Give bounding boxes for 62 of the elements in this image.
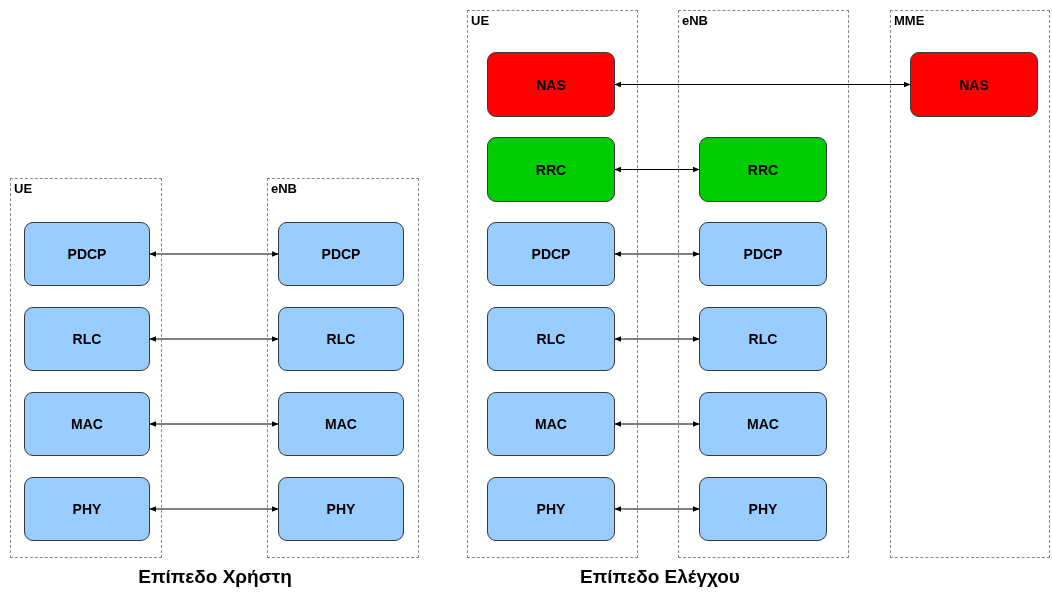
layer-label: RLC [536,331,566,347]
protocol-layer-box [487,52,615,117]
protocol-layer-box [910,52,1038,117]
protocol-layer-box [487,307,615,371]
layer-label: PDCP [321,246,361,262]
double-arrow [149,421,279,427]
dashed-group-container [890,10,1050,558]
group-label: eNB [682,13,708,28]
group-label: eNB [271,181,297,196]
protocol-layer-box [24,307,150,371]
group-label: MME [894,13,925,28]
protocol-layer-box [487,392,615,456]
double-arrow [149,336,279,342]
protocol-layer-box [699,477,827,541]
protocol-layer-box [278,222,404,286]
dashed-group-container [10,178,162,558]
protocol-layer-box [487,137,615,202]
layer-label: MAC [535,416,567,432]
protocol-layer-box [278,392,404,456]
layer-label: PHY [326,501,356,517]
protocol-layer-box [487,222,615,286]
protocol-layer-box [699,307,827,371]
layer-label: PHY [536,501,566,517]
layer-label: RLC [72,331,102,347]
protocol-layer-box [699,222,827,286]
double-arrow [614,81,911,88]
protocol-layer-box [24,392,150,456]
protocol-layer-box [487,477,615,541]
double-arrow [614,336,700,342]
protocol-layer-box [699,392,827,456]
protocol-layer-box [24,477,150,541]
double-arrow [149,251,279,257]
dashed-group-container [467,10,638,558]
layer-label: MAC [747,416,779,432]
diagram-caption: Επίπεδο Χρήστη [138,566,292,588]
layer-label: NAS [959,76,989,93]
double-arrow [614,166,700,173]
double-arrow [614,421,700,427]
protocol-layer-box [699,137,827,202]
double-arrow [149,506,279,512]
layer-label: PHY [72,501,102,517]
group-label: UE [471,13,490,28]
protocol-layer-box [24,222,150,286]
layer-label: RLC [748,331,778,347]
layer-label: PDCP [743,246,783,262]
layer-label: PHY [748,501,778,517]
layer-label: MAC [71,416,103,432]
layer-label: RRC [535,161,567,178]
protocol-layer-box [278,307,404,371]
layer-label: RLC [326,331,356,347]
layer-label: NAS [536,76,566,93]
double-arrow [614,251,700,257]
layer-label: PDCP [67,246,107,262]
layer-label: PDCP [531,246,571,262]
group-label: UE [14,181,33,196]
double-arrow [614,506,700,512]
layer-label: RRC [747,161,779,178]
diagram-caption: Επίπεδο Ελέγχου [580,566,740,588]
dashed-group-container [678,10,849,558]
protocol-layer-box [278,477,404,541]
dashed-group-container [267,178,419,558]
layer-label: MAC [325,416,357,432]
